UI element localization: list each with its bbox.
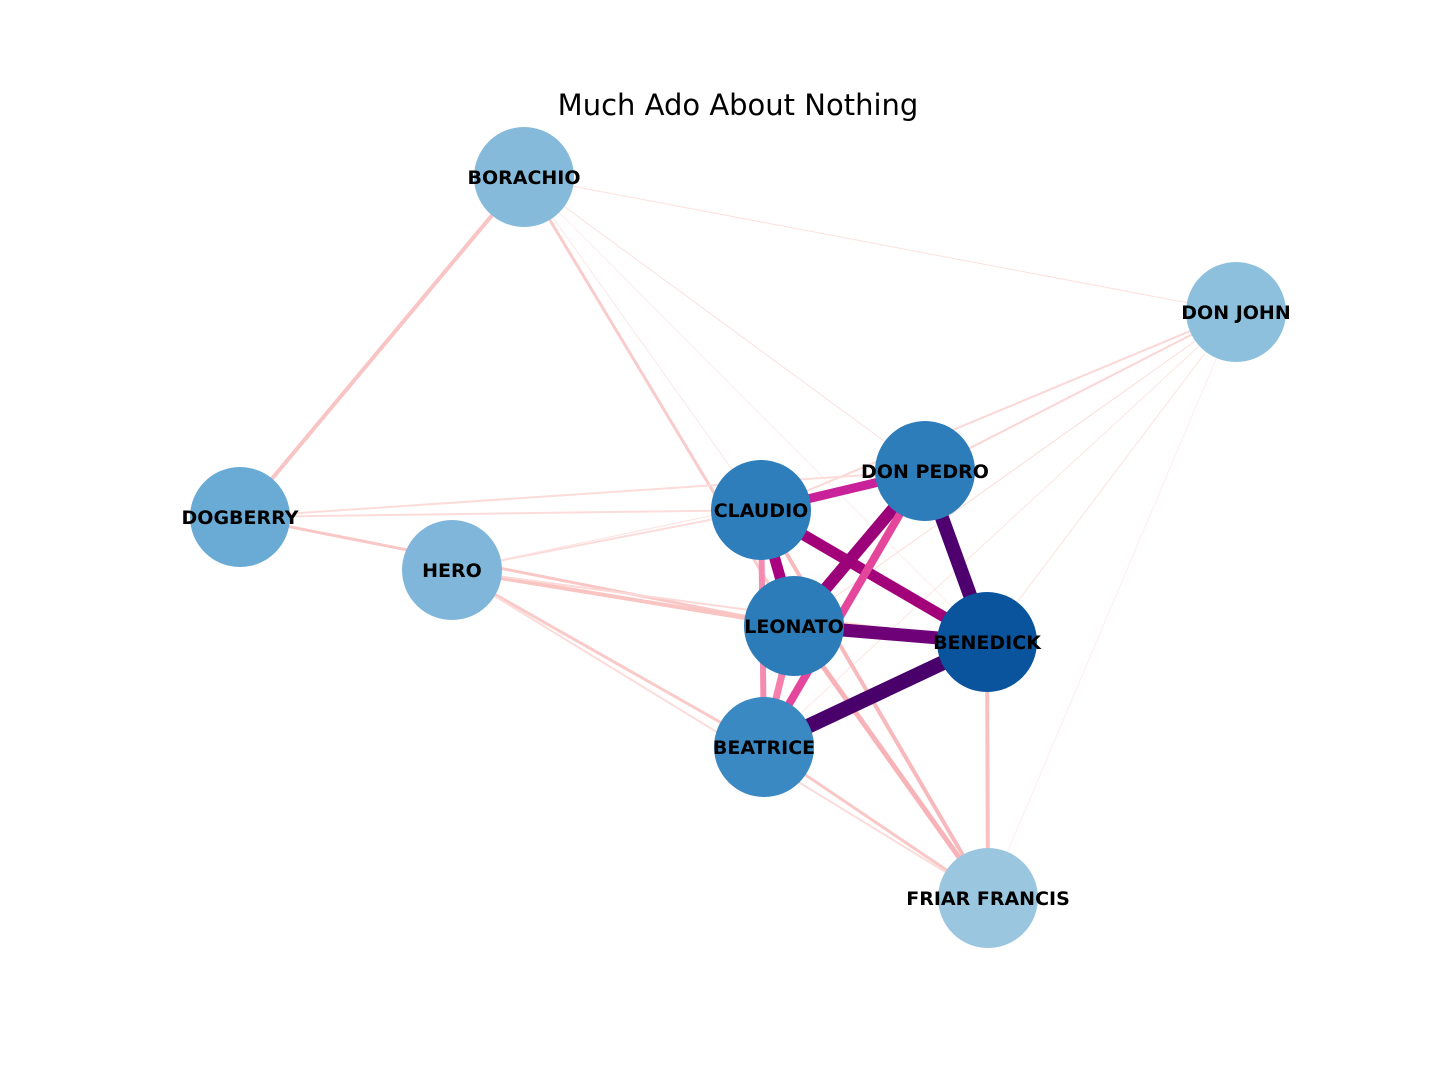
edge-hero-claudio bbox=[451, 509, 762, 571]
node-label-benedick: BENEDICK bbox=[933, 632, 1042, 654]
edge-borachio-dogberry bbox=[238, 175, 526, 519]
edge-don-john-beatrice bbox=[763, 311, 1237, 748]
node-circle-hero bbox=[402, 520, 502, 620]
node-circle-borachio bbox=[474, 127, 574, 227]
figure-title: Much Ado About Nothing bbox=[558, 88, 919, 122]
node-friar-francis: FRIAR FRANCIS bbox=[906, 848, 1070, 948]
edge-don-john-benedick bbox=[986, 311, 1237, 643]
node-label-leonato: LEONATO bbox=[744, 616, 843, 638]
node-hero: HERO bbox=[402, 520, 502, 620]
node-dogberry: DOGBERRY bbox=[182, 467, 299, 567]
edge-leonato-friar-francis bbox=[791, 624, 991, 900]
node-label-don-pedro: DON PEDRO bbox=[861, 461, 989, 483]
edge-dogberry-don-pedro bbox=[239, 470, 926, 518]
node-beatrice: BEATRICE bbox=[713, 697, 815, 797]
node-circle-friar-francis bbox=[938, 848, 1038, 948]
node-label-don-john: DON JOHN bbox=[1181, 302, 1290, 324]
node-circle-benedick bbox=[937, 592, 1037, 692]
node-circle-claudio bbox=[711, 460, 811, 560]
node-label-claudio: CLAUDIO bbox=[714, 500, 809, 522]
edge-claudio-friar-francis bbox=[759, 508, 990, 900]
node-label-dogberry: DOGBERRY bbox=[182, 507, 299, 529]
edge-borachio-claudio bbox=[523, 176, 762, 511]
node-label-borachio: BORACHIO bbox=[467, 167, 580, 189]
node-circle-dogberry bbox=[190, 467, 290, 567]
node-label-friar-francis: FRIAR FRANCIS bbox=[906, 888, 1070, 910]
edge-borachio-benedick bbox=[523, 176, 988, 643]
edge-borachio-don-pedro bbox=[523, 176, 926, 472]
edge-hero-beatrice bbox=[451, 568, 765, 749]
edge-hero-leonato bbox=[451, 568, 795, 628]
node-leonato: LEONATO bbox=[744, 576, 844, 676]
edge-don-john-don-pedro bbox=[924, 311, 1237, 472]
node-circle-don-john bbox=[1186, 262, 1286, 362]
node-circle-leonato bbox=[744, 576, 844, 676]
node-don-john: DON JOHN bbox=[1181, 262, 1291, 362]
edge-dogberry-leonato bbox=[239, 515, 795, 628]
node-label-hero: HERO bbox=[422, 560, 482, 582]
nodes-layer: BORACHIO DON JOHN DOGBERRY HERO CLAUDIO DON P… bbox=[182, 127, 1291, 948]
node-claudio: CLAUDIO bbox=[711, 460, 811, 560]
node-borachio: BORACHIO bbox=[467, 127, 581, 227]
edge-dogberry-claudio bbox=[239, 509, 762, 518]
edge-don-john-friar-francis bbox=[987, 311, 1237, 899]
node-benedick: BENEDICK bbox=[933, 592, 1042, 692]
edge-don-pedro-beatrice bbox=[760, 468, 929, 750]
node-label-beatrice: BEATRICE bbox=[713, 737, 815, 759]
edge-borachio-don-john bbox=[523, 176, 1237, 313]
node-don-pedro: DON PEDRO bbox=[861, 421, 989, 521]
node-circle-beatrice bbox=[714, 697, 814, 797]
node-circle-don-pedro bbox=[875, 421, 975, 521]
